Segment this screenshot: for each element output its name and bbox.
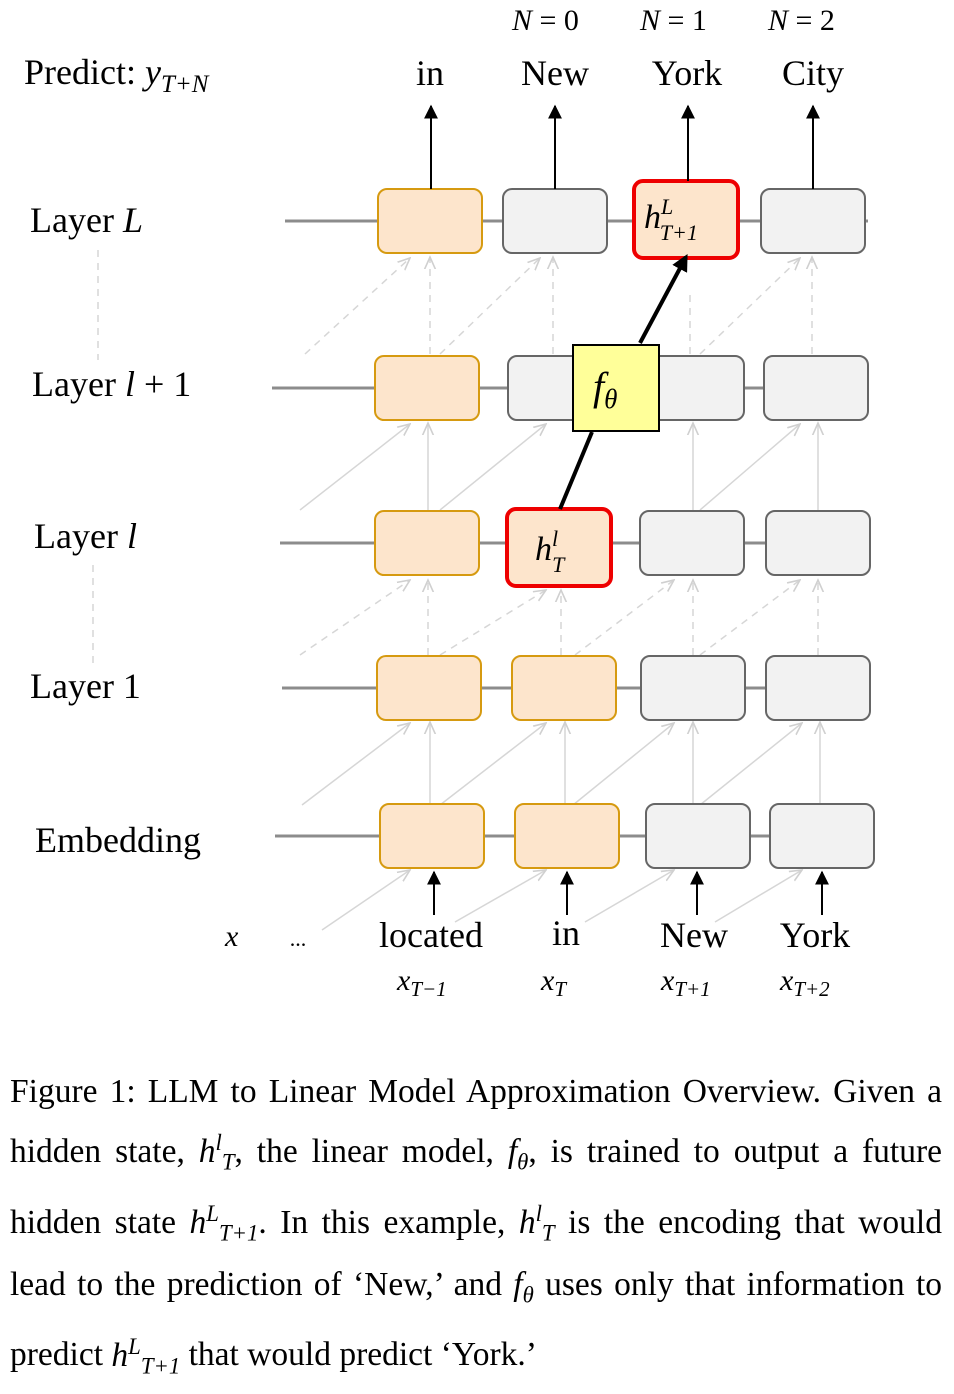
diagram: fθ hlT hLT+1 Predict: yT+N N = 0 N = 1 N… <box>24 4 875 1001</box>
caption-h-T1-L: hLT+1 <box>189 1200 259 1246</box>
f-theta-box <box>572 344 660 432</box>
layer-label-lplus1: Layer l + 1 <box>32 364 191 404</box>
faint-dashed-connections <box>92 250 818 665</box>
predict-label: Predict: yT+N <box>24 52 210 98</box>
layer-L-boxes <box>377 179 866 260</box>
embedding-box-2 <box>514 803 620 869</box>
embedding-box-1 <box>379 803 485 869</box>
caption-f-theta: fθ <box>507 1133 529 1175</box>
layer-L-box-1 <box>377 188 483 254</box>
f-theta-path <box>558 254 688 510</box>
caption-f-theta-2: fθ <box>513 1265 534 1308</box>
embedding-box-4 <box>769 803 875 869</box>
n-label-2: N = 2 <box>767 4 835 37</box>
layer-label-embedding: Embedding <box>35 820 201 860</box>
input-arrows <box>427 870 829 915</box>
input-token-3: New <box>660 915 728 955</box>
embedding-boxes <box>379 803 875 869</box>
output-token-4: City <box>782 53 844 93</box>
input-ellipsis: ... <box>290 926 307 951</box>
input-token-4: York <box>780 915 850 955</box>
output-token-1: in <box>416 53 444 93</box>
input-var-4: xT+2 <box>779 964 830 1001</box>
layer-l-box-2-highlight <box>505 507 613 588</box>
n-label-1: N = 1 <box>639 4 707 37</box>
layer-lplus1-box-4 <box>763 355 869 421</box>
embedding-box-3 <box>645 803 751 869</box>
layer-l-box-4 <box>765 510 871 576</box>
layer-1-box-4 <box>765 655 871 721</box>
layer-1-boxes <box>376 655 871 721</box>
input-var-1: xT−1 <box>396 964 447 1001</box>
output-arrows <box>424 104 820 189</box>
caption-h-T-l-2: hlT <box>518 1200 555 1246</box>
input-row-label: x <box>224 920 239 953</box>
layer-l-box-1 <box>374 510 480 576</box>
layer-1-box-2 <box>511 655 617 721</box>
layer-label-L: Layer L <box>30 200 143 240</box>
input-token-1: located <box>379 915 483 955</box>
layer-L-box-4 <box>760 188 866 254</box>
faint-connections <box>301 722 820 931</box>
input-token-2: in <box>552 913 580 953</box>
layer-1-box-3 <box>640 655 746 721</box>
layer-lplus1-box-1 <box>374 355 480 421</box>
input-var-3: xT+1 <box>660 964 711 1001</box>
faint-solid-lplus <box>299 423 818 511</box>
output-token-3: York <box>652 53 722 93</box>
layer-L-box-2 <box>502 188 608 254</box>
layer-l-boxes <box>374 507 871 588</box>
layer-label-1: Layer 1 <box>30 666 141 706</box>
caption-h-T-l: hlT <box>198 1130 235 1175</box>
caption-h-T1-L-2: hLT+1 <box>111 1333 181 1379</box>
figure-caption: Figure 1: LLM to Linear Model Approximat… <box>10 1073 942 1379</box>
output-token-2: New <box>521 53 589 93</box>
layer-1-box-1 <box>376 655 482 721</box>
n-label-0: N = 0 <box>511 4 579 37</box>
layer-label-l: Layer l <box>34 516 137 556</box>
layer-l-box-3 <box>639 510 745 576</box>
input-var-2: xT <box>540 964 567 1001</box>
